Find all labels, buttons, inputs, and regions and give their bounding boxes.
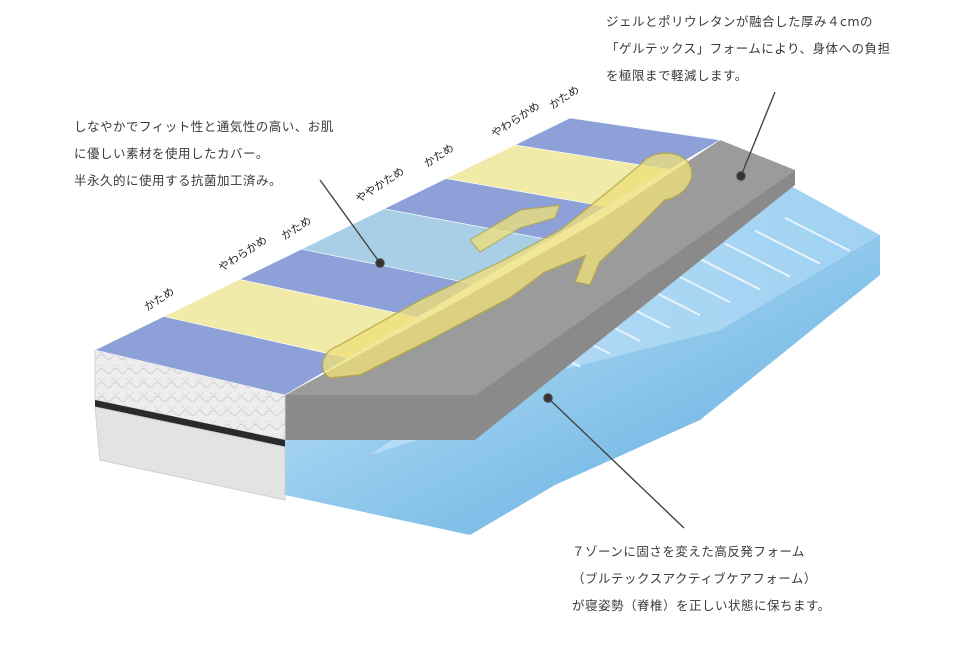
foam-leader-dot: [543, 393, 553, 403]
zone-label: かため: [547, 83, 582, 112]
cover-annotation-line: に優しい素材を使用したカバー。: [74, 146, 269, 161]
cover-side-lower: [94, 406, 286, 501]
foam-slot: [754, 229, 821, 265]
sleeping-figure-icon: [321, 152, 693, 379]
foam-front-face: [285, 235, 880, 535]
foam-annotation-line: （ブルテックスアクティブケアフォーム）: [572, 571, 817, 586]
gel-layer-annotation: ジェルとポリウレタンが融合した厚み４cmの 「ゲルテックス」フォームにより、身体…: [606, 8, 891, 89]
gel-leader-dot: [736, 171, 746, 181]
foam-annotation-line: ７ゾーンに固さを変えた高反発フォーム: [572, 544, 806, 559]
gel-front-face: [285, 170, 795, 440]
cover-annotation: しなやかでフィット性と通気性の高い、お肌 に優しい素材を使用したカバー。 半永久…: [74, 113, 334, 194]
mattress-cover: [94, 349, 286, 501]
foam-slot: [724, 242, 791, 278]
cover-annotation-line: しなやかでフィット性と通気性の高い、お肌: [74, 119, 334, 134]
zone-label: かため: [279, 214, 314, 243]
gel-leader-line: [740, 91, 776, 177]
zone-label: ややかため: [353, 165, 406, 206]
zone-label: かため: [142, 285, 177, 314]
zone-label: やわらかめ: [216, 234, 269, 275]
foam-slot: [694, 255, 761, 291]
zone-label: かため: [422, 141, 457, 170]
comfort-zones: [94, 117, 721, 396]
cover-leader-line: [319, 179, 381, 264]
zone-label: やわらかめ: [489, 99, 542, 140]
foam-annotation-line: が寝姿勢（脊椎）を正しい状態に保ちます。: [572, 598, 831, 613]
cover-annotation-line: 半永久的に使用する抗菌加工済み。: [74, 173, 283, 188]
cover-band: [95, 400, 285, 447]
foam-leader-line: [547, 397, 685, 529]
foam-base-annotation: ７ゾーンに固さを変えた高反発フォーム （ブルテックスアクティブケアフォーム） が…: [572, 538, 831, 619]
gel-annotation-line: 「ゲルテックス」フォームにより、身体への負担: [606, 41, 891, 56]
annotation-leaders: [319, 91, 776, 529]
gel-annotation-line: ジェルとポリウレタンが融合した厚み４cmの: [606, 14, 874, 29]
foam-slot: [784, 216, 851, 252]
gel-annotation-line: を極限まで軽減します。: [606, 68, 748, 83]
cover-leader-dot: [375, 258, 385, 268]
